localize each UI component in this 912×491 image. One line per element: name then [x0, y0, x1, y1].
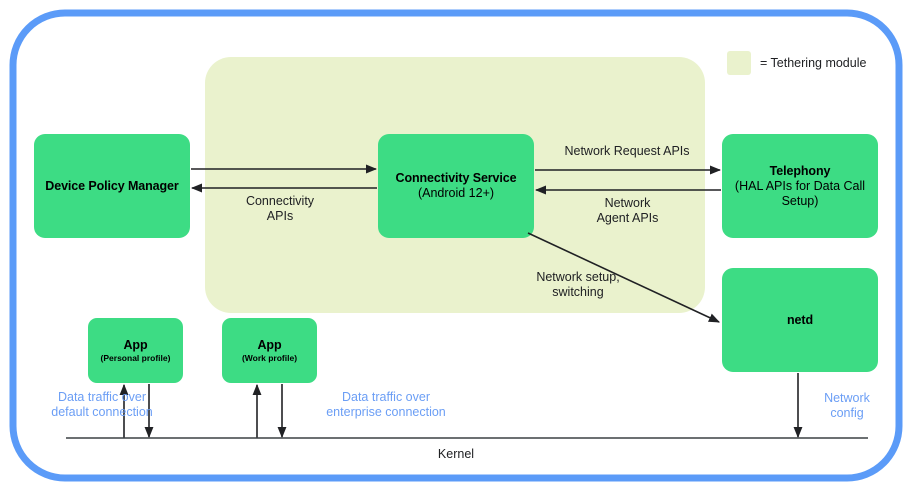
- legend: = Tethering module: [727, 51, 866, 75]
- node-box-device-policy-manager[interactable]: [34, 134, 190, 238]
- outer-frame: [9, 9, 903, 482]
- legend-swatch-tethering-module: [727, 51, 751, 75]
- node-box-netd[interactable]: [722, 268, 878, 372]
- node-box-app-personal[interactable]: [88, 318, 183, 383]
- edge-connectivity-to-netd: [527, 232, 721, 323]
- node-box-app-work[interactable]: [222, 318, 317, 383]
- node-box-telephony[interactable]: [722, 134, 878, 238]
- node-box-connectivity-service[interactable]: [378, 134, 534, 238]
- legend-label-tethering-module: = Tethering module: [760, 56, 867, 70]
- kernel-label: Kernel: [437, 447, 475, 461]
